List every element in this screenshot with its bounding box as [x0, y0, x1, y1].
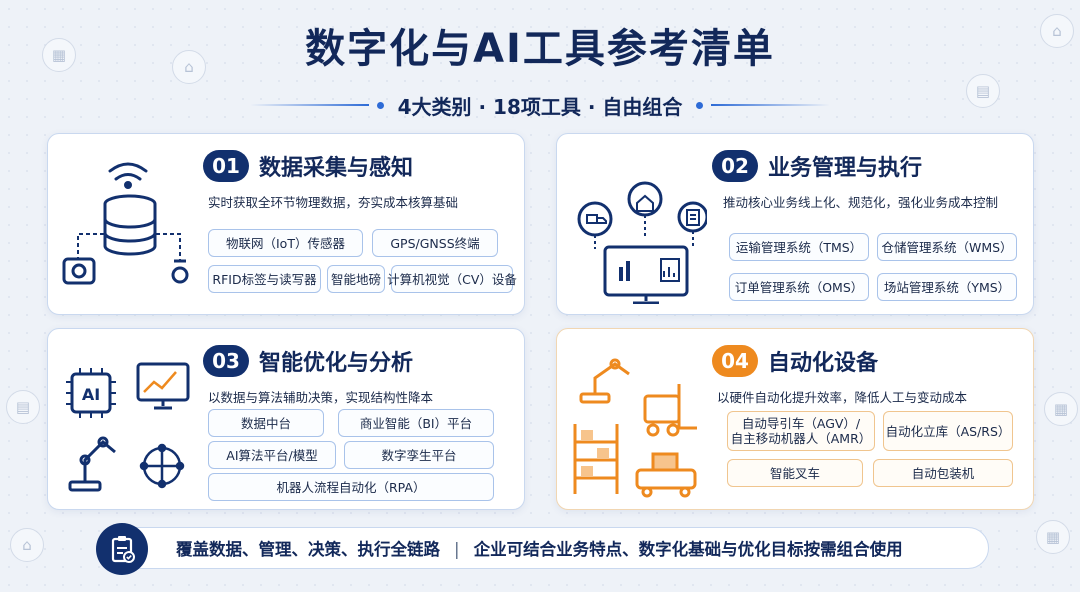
tag-gps-terminal: GPS/GNSS终端 — [372, 229, 498, 257]
footer-text: 覆盖数据、管理、决策、执行全链路 | 企业可结合业务特点、数字化基础与优化目标按需组… — [176, 536, 903, 560]
card2-title: 业务管理与执行 — [768, 156, 923, 181]
tag-amr-line: 自主移动机器人（AMR） — [730, 431, 872, 446]
tag-rfid: RFID标签与读写器 — [208, 265, 321, 293]
subtitle-line-left — [250, 104, 369, 106]
building-deco-icon: ⌂ — [172, 50, 206, 84]
card3-header: 03 智能优化与分析 — [203, 345, 413, 377]
tag-iot-sensor: 物联网（IoT）传感器 — [208, 229, 363, 257]
card4-title: 自动化设备 — [768, 351, 879, 376]
tag-cv-device: 计算机视觉（CV）设备 — [387, 265, 517, 293]
footer-separator: | — [454, 540, 460, 559]
tag-smart-forklift: 智能叉车 — [727, 459, 863, 487]
card2-illustration — [567, 149, 709, 305]
subtitle-row: 4大类别 · 18项工具 · 自由组合 — [250, 90, 831, 120]
page-title: 数字化与AI工具参考清单 — [305, 26, 775, 72]
card1-illustration — [58, 149, 198, 304]
database-icon — [103, 194, 157, 256]
truck-icon — [577, 201, 613, 237]
tag-asrs: 自动化立库（AS/RS） — [883, 411, 1013, 451]
building-deco-icon: ⌂ — [1040, 14, 1074, 48]
tag-auto-packer: 自动包装机 — [873, 459, 1013, 487]
card1-header: 01 数据采集与感知 — [203, 150, 413, 182]
card-data-collection: 01 数据采集与感知 实时获取全环节物理数据，夯实成本核算基础 物联网（IoT）… — [47, 133, 525, 315]
card-business-management: 02 业务管理与执行 推动核心业务线上化、规范化，强化业务成本控制 运输管理系统… — [556, 133, 1034, 315]
footer-banner: 覆盖数据、管理、决策、执行全链路 | 企业可结合业务特点、数字化基础与优化目标按需组… — [96, 523, 989, 575]
agv-icon — [635, 452, 697, 498]
ai-chip-icon: AI — [66, 368, 116, 418]
tag-oms: 订单管理系统（OMS） — [729, 273, 869, 301]
shelf-icon — [573, 424, 619, 494]
tag-smart-scale: 智能地磅 — [327, 265, 385, 293]
tag-ai-algorithm: AI算法平台/模型 — [208, 441, 336, 469]
subtitle-line-right — [711, 104, 831, 106]
building-deco-icon: ▤ — [6, 390, 40, 424]
card1-title: 数据采集与感知 — [259, 156, 414, 181]
footer-left: 覆盖数据、管理、决策、执行全链路 — [176, 540, 440, 559]
forklift-icon — [643, 384, 697, 437]
subtitle-dot-right — [696, 101, 704, 109]
camera-icon — [62, 257, 96, 285]
building-deco-icon: ▤ — [966, 74, 1000, 108]
card4-number: 04 — [712, 345, 758, 377]
card1-description: 实时获取全环节物理数据，夯实成本核算基础 — [208, 195, 459, 210]
page-subtitle: 4大类别 · 18项工具 · 自由组合 — [397, 94, 683, 119]
card3-illustration: AI — [58, 344, 198, 499]
tag-wms: 仓储管理系统（WMS） — [877, 233, 1017, 261]
footer-right: 企业可结合业务特点、数字化基础与优化目标按需组合使用 — [473, 540, 903, 559]
tag-agv-amr: 自动导引车（AGV）/ 自主移动机器人（AMR） — [727, 411, 875, 451]
card4-header: 04 自动化设备 — [712, 345, 878, 377]
network-globe-icon — [139, 443, 185, 489]
card2-header: 02 业务管理与执行 — [712, 150, 922, 182]
tag-agv-line: 自动导引车（AGV）/ — [741, 416, 861, 431]
card-automation-equipment: 04 自动化设备 以硬件自动化提升效率，降低人工与变动成本 自动导引车（AGV）… — [556, 328, 1034, 510]
robot-arm-icon — [68, 436, 116, 492]
card3-number: 03 — [203, 345, 249, 377]
clipboard-check-icon — [96, 523, 148, 575]
card4-illustration — [567, 344, 707, 499]
tag-yms: 场站管理系统（YMS） — [877, 273, 1017, 301]
card1-number: 01 — [203, 150, 249, 182]
building-deco-icon: ▦ — [1044, 392, 1078, 426]
subtitle-dot-left — [376, 101, 384, 109]
card4-description: 以硬件自动化提升效率，降低人工与变动成本 — [717, 390, 968, 405]
card-intelligent-optimization: AI 03 智能优化与分析 — [47, 328, 525, 510]
tag-rpa: 机器人流程自动化（RPA） — [208, 473, 494, 501]
building-deco-icon: ▦ — [42, 38, 76, 72]
wifi-icon — [108, 162, 148, 189]
building-deco-icon: ▦ — [1036, 520, 1070, 554]
card3-title: 智能优化与分析 — [259, 351, 414, 376]
card2-number: 02 — [712, 150, 758, 182]
ai-chip-label: AI — [82, 385, 100, 404]
card3-description: 以数据与算法辅助决策，实现结构性降本 — [208, 390, 434, 405]
tag-tms: 运输管理系统（TMS） — [729, 233, 869, 261]
tag-data-middle-platform: 数据中台 — [208, 409, 324, 437]
tag-bi-platform: 商业智能（BI）平台 — [338, 409, 494, 437]
checklist-icon — [677, 201, 709, 233]
card2-description: 推动核心业务线上化、规范化，强化业务成本控制 — [723, 195, 999, 210]
robot-arm-icon — [579, 358, 630, 404]
building-deco-icon: ⌂ — [10, 528, 44, 562]
scale-icon — [171, 259, 189, 284]
tag-digital-twin: 数字孪生平台 — [344, 441, 494, 469]
